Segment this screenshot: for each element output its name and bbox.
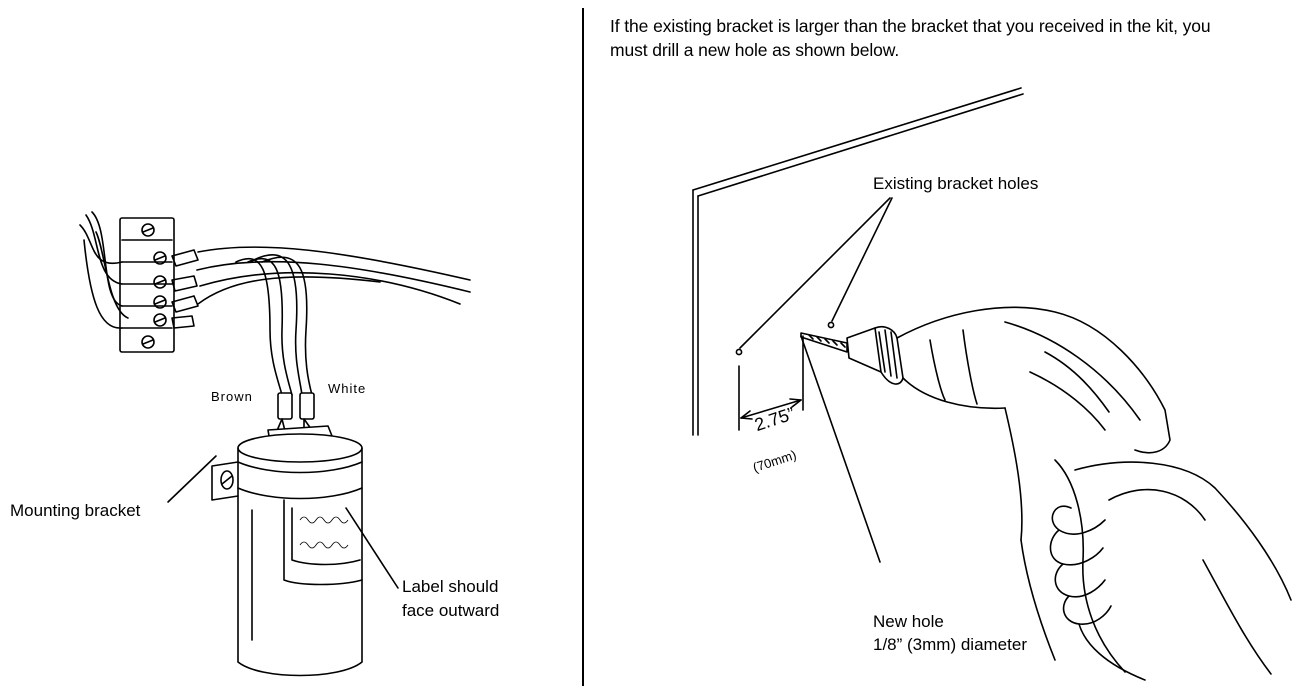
brown-wire-label: Brown [211, 389, 253, 404]
drill-new-hole-illustration [585, 0, 1295, 686]
label-note-line-2: face outward [402, 601, 500, 620]
new-hole-label-line-2: 1/8” (3mm) diameter [873, 635, 1027, 654]
drill-drawing [692, 87, 1292, 681]
existing-holes-label: Existing bracket holes [873, 174, 1039, 193]
capacitor-drawing [79, 211, 471, 677]
white-wire-label: White [328, 381, 367, 396]
capacitor-wiring-illustration [0, 0, 580, 686]
new-hole-label-line-1: New hole [873, 612, 944, 631]
label-note-line-1: Label should [402, 577, 499, 596]
mounting-bracket-label: Mounting bracket [10, 501, 141, 520]
column-divider [582, 8, 584, 686]
intro-paragraph: If the existing bracket is larger than t… [610, 16, 1211, 60]
